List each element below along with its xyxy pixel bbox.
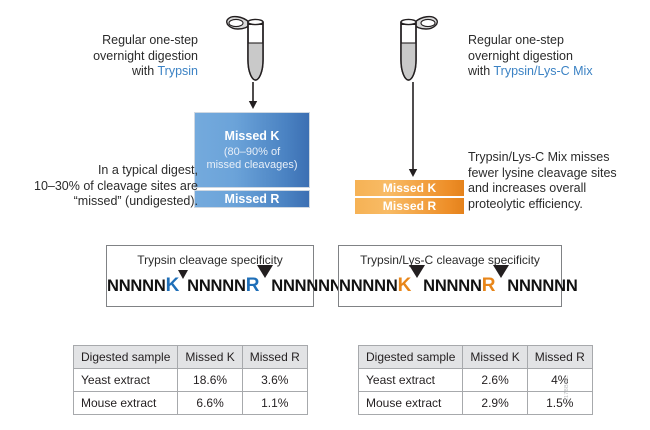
right-row1-missed-k: 2.9% [462, 391, 528, 415]
left-caption-bottom-line3: “missed” (undigested). [73, 194, 198, 208]
right-specificity-panel: Trypsin/Lys-C cleavage specificity NNNNN… [338, 245, 578, 307]
left-results-table: Digested sample Missed K Missed R Yeast … [72, 345, 308, 415]
table-row: Yeast extract 2.6% 4% [357, 368, 593, 392]
right-caption-bottom-line1: Trypsin/Lys-C Mix misses [468, 150, 610, 164]
right-row0-sample: Yeast extract [357, 368, 464, 392]
left-missed-k-subtext-line2: missed cleavages) [206, 158, 298, 171]
left-residue-r: R [245, 275, 260, 296]
right-caption-with: with [468, 64, 494, 78]
left-missed-cleavage-box: Missed K (80–90% of missed cleavages) Mi… [194, 112, 310, 208]
right-row1-sample: Mouse extract [357, 391, 464, 415]
right-missed-cleavage-bars: Missed K Missed R [355, 180, 464, 214]
left-th-sample: Digested sample [72, 345, 179, 369]
right-caption-top-line1: Regular one-step [468, 33, 564, 47]
right-residue-r: R [481, 275, 496, 296]
left-cleavage-triangle-r [257, 265, 274, 278]
right-missed-r-bar: Missed R [355, 198, 464, 214]
right-th-missed-k: Missed K [462, 345, 528, 369]
left-caption-bottom-line1: In a typical digest, [97, 163, 198, 177]
left-missed-k-subtext-line1: (80–90% of [223, 145, 281, 158]
right-caption-top-line2: overnight digestion [468, 48, 573, 63]
left-seq-middle: NNNNN [187, 277, 246, 295]
right-row1-missed-r: 1.5% [526, 391, 593, 415]
left-row0-missed-k: 18.6% [177, 368, 243, 392]
left-cleavage-triangle-k [178, 270, 189, 279]
right-cleavage-triangle-k [409, 265, 426, 278]
left-seq-suffix: NNNNNN [271, 277, 342, 295]
right-th-sample: Digested sample [357, 345, 464, 369]
left-missed-r-block: Missed R [194, 190, 310, 208]
right-cleavage-triangle-r [493, 265, 510, 278]
right-th-missed-r: Missed R [526, 345, 593, 369]
table-row: Mouse extract 2.9% 1.5% [357, 391, 593, 415]
right-enzyme-name: Trypsin/Lys-C Mix [493, 64, 593, 78]
table-row: Mouse extract 6.6% 1.1% [72, 391, 308, 415]
left-row1-missed-r: 1.1% [241, 391, 308, 415]
left-tube-icon [222, 10, 282, 88]
table-row: Yeast extract 18.6% 3.6% [72, 368, 308, 392]
left-caption-bottom: In a typical digest, 10–30% of cleavage … [18, 163, 198, 210]
right-caption-top: Regular one-step overnight digestion wit… [468, 33, 646, 80]
right-missed-k-bar: Missed K [355, 180, 464, 196]
right-caption-top-line3: with Trypsin/Lys-C Mix [468, 64, 646, 80]
left-specificity-title: Trypsin cleavage specificity [137, 253, 283, 267]
left-missed-k-block: Missed K (80–90% of missed cleavages) [194, 112, 310, 188]
left-residue-k: K [165, 275, 180, 296]
left-missed-k-title: Missed K [224, 128, 280, 143]
left-row1-missed-k: 6.6% [177, 391, 243, 415]
left-row0-missed-r: 3.6% [241, 368, 308, 392]
left-caption-top: Regular one-step overnight digestion wit… [18, 33, 198, 80]
right-caption-bottom: Trypsin/Lys-C Mix misses fewer lysine cl… [468, 150, 646, 212]
left-seq-prefix: NNNNN [107, 277, 166, 295]
left-row1-sample: Mouse extract [72, 391, 179, 415]
right-seq-prefix: NNNNN [339, 277, 398, 295]
left-down-arrow-icon [246, 82, 260, 110]
right-specificity-title: Trypsin/Lys-C cleavage specificity [360, 253, 540, 267]
right-results-table: Digested sample Missed K Missed R Yeast … [357, 345, 593, 415]
right-residue-k: K [397, 275, 412, 296]
left-caption-with: with [132, 64, 158, 78]
left-row0-sample: Yeast extract [72, 368, 179, 392]
figure-watermark: 1178BMC [561, 375, 607, 401]
left-caption-top-line1: Regular one-step [102, 33, 198, 47]
left-caption-bottom-line2: 10–30% of cleavage sites are [34, 178, 198, 193]
right-row0-missed-r: 4% [526, 368, 593, 392]
right-down-arrow-icon [406, 82, 420, 178]
right-caption-bottom-line3: and increases overall [468, 181, 587, 195]
right-table-header-row: Digested sample Missed K Missed R [357, 345, 593, 369]
right-seq-middle: NNNNN [423, 277, 482, 295]
right-caption-bottom-line2: fewer lysine cleavage sites [468, 165, 617, 180]
right-row0-missed-k: 2.6% [462, 368, 528, 392]
left-missed-k-subtext: (80–90% of missed cleavages) [206, 146, 297, 172]
left-th-missed-r: Missed R [241, 345, 308, 369]
right-tube-icon [382, 10, 442, 88]
left-table-header-row: Digested sample Missed K Missed R [72, 345, 308, 369]
left-caption-top-line2: overnight digestion [93, 48, 198, 63]
left-caption-top-line3: with Trypsin [18, 64, 198, 80]
left-th-missed-k: Missed K [177, 345, 243, 369]
right-caption-bottom-line4: proteolytic efficiency. [468, 196, 583, 211]
right-seq-suffix: NNNNNN [507, 277, 578, 295]
left-enzyme-name: Trypsin [157, 64, 198, 78]
